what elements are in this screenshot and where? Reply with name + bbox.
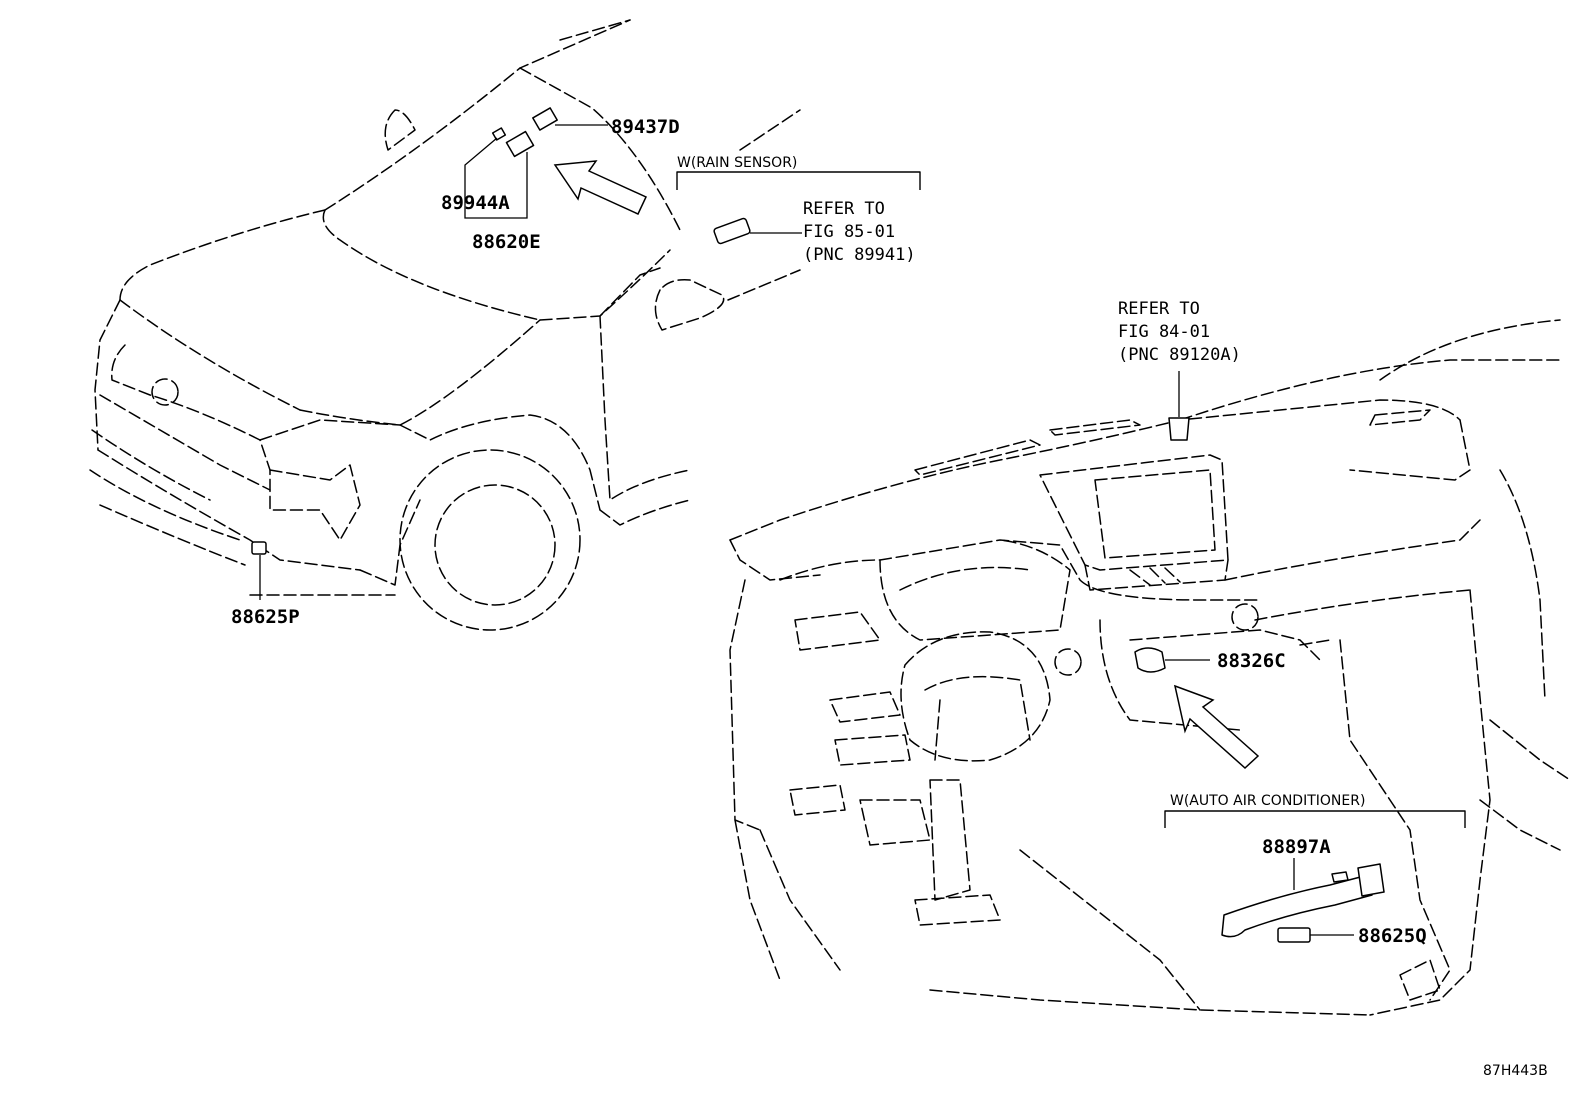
part-88897A-duct: [1221, 874, 1373, 938]
label-88326C: 88326C: [1217, 650, 1286, 672]
auto-ac-condition: W(AUTO AIR CONDITIONER): [1170, 793, 1365, 809]
label-88897A: 88897A: [1262, 836, 1331, 858]
dash-top-sensor: [1168, 371, 1190, 441]
rain-sensor-refer-line1: REFER TO: [803, 199, 885, 219]
part-89437D-cover: [532, 107, 558, 131]
rain-sensor-refer-line3: (PNC 89941): [803, 245, 916, 265]
part-89944A-pad: [491, 127, 507, 141]
part-88625Q-sensor: [1277, 927, 1311, 943]
dashboard-drawing: [729, 319, 1571, 1016]
dash-ref-text: REFER TO FIG 84-01 (PNC 89120A): [1118, 299, 1241, 365]
dash-refer-line1: REFER TO: [1118, 299, 1200, 319]
auto-ac-callout: [1164, 810, 1466, 943]
direction-arrow-windshield: [553, 160, 648, 215]
rain-sensor-part: [713, 217, 751, 245]
dash-refer-line2: FIG 84-01: [1118, 322, 1210, 342]
part-88326C-sensor: [1134, 647, 1166, 673]
part-88625P-sensor: [251, 541, 267, 555]
vehicle-exterior-drawing: [89, 19, 801, 631]
rain-sensor-refer-line2: FIG 85-01: [803, 222, 895, 242]
front-bumper-sensor: [251, 541, 267, 600]
dash-top-sensor-part: [1168, 417, 1190, 441]
label-89944A: 89944A: [441, 192, 510, 214]
label-89437D: 89437D: [611, 116, 680, 138]
label-88625P: 88625P: [231, 606, 300, 628]
windshield-sensor-parts: [464, 107, 608, 219]
part-labels: 89437D 89944A 88620E 88625P 88326C 88897…: [231, 116, 1427, 947]
rain-sensor-condition: W(RAIN SENSOR): [677, 155, 797, 171]
part-88620E-sensor: [505, 130, 535, 158]
label-88620E: 88620E: [472, 231, 541, 253]
figure-id: 87H443B: [1483, 1063, 1548, 1079]
sensor-88326C: [1134, 647, 1210, 673]
rain-sensor-callout: [676, 171, 921, 245]
rain-sensor-text: W(RAIN SENSOR) REFER TO FIG 85-01 (PNC 8…: [677, 155, 916, 265]
direction-arrow-dashboard: [1173, 684, 1260, 770]
dash-refer-line3: (PNC 89120A): [1118, 345, 1241, 365]
label-88625Q: 88625Q: [1358, 925, 1427, 947]
